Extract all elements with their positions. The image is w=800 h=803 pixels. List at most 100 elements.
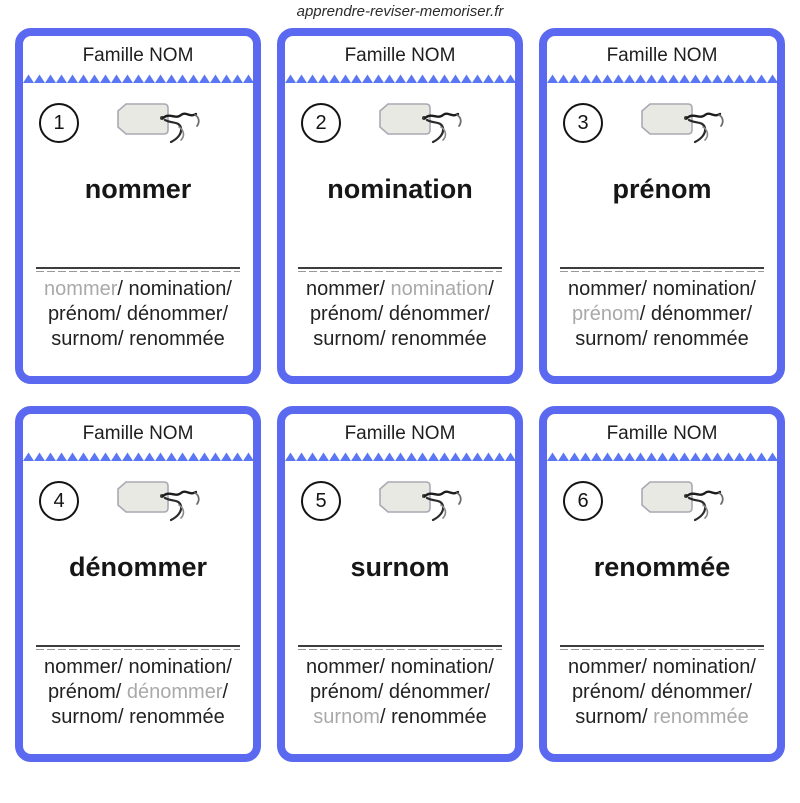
- flashcard: Famille NOM 2 nomination nommer/ nominat…: [277, 28, 523, 384]
- icon-row: 4: [23, 461, 253, 528]
- option-word: prénom: [309, 303, 378, 325]
- icon-row: 2: [285, 83, 515, 150]
- option-word: prénom: [309, 681, 378, 703]
- zigzag-divider: [547, 452, 777, 461]
- option-separator: /: [226, 656, 232, 678]
- flashcard: Famille NOM 3 prénom nommer/ nomination/…: [539, 28, 785, 384]
- option-word: renommée: [653, 328, 749, 350]
- option-separator: /: [484, 303, 491, 325]
- option-separator: /: [377, 681, 389, 703]
- option-separator: /: [641, 706, 654, 728]
- tag-icon: [379, 103, 462, 144]
- flashcard: Famille NOM 1 nommer nommer/ nomination/…: [15, 28, 261, 384]
- option-separator: /: [379, 656, 391, 678]
- answer-line: [36, 267, 240, 274]
- option-word: dénommer: [388, 303, 485, 325]
- option-word: nommer: [306, 656, 380, 678]
- flashcard: Famille NOM 4 dénommer nommer/ nominatio…: [15, 406, 261, 762]
- tag-icon: [641, 481, 724, 522]
- option-word: nomination: [390, 656, 489, 678]
- option-separator: /: [641, 656, 653, 678]
- option-word: nommer: [568, 278, 642, 300]
- card-title: Famille NOM: [606, 45, 718, 66]
- tag-icon: [117, 103, 200, 144]
- option-separator: /: [639, 681, 651, 703]
- option-separator: /: [226, 278, 232, 300]
- option-word: renommée: [653, 706, 749, 728]
- card-title: Famille NOM: [344, 45, 456, 66]
- tag-icon: [379, 481, 462, 522]
- option-word: nomination: [128, 278, 227, 300]
- option-word: prénom: [571, 681, 640, 703]
- card-title: Famille NOM: [344, 423, 456, 444]
- card-word: prénom: [612, 174, 712, 204]
- option-separator: /: [117, 278, 129, 300]
- card-number: 6: [563, 481, 603, 521]
- cards-grid: Famille NOM 1 nommer nommer/ nomination/…: [15, 28, 785, 762]
- option-separator: /: [746, 303, 753, 325]
- card-word: nomination: [327, 174, 473, 204]
- icon-row: 3: [547, 83, 777, 150]
- option-separator: /: [379, 706, 392, 728]
- option-word: nommer: [44, 656, 118, 678]
- option-word: nomination: [128, 656, 227, 678]
- zigzag-divider: [547, 74, 777, 83]
- card-number: 2: [301, 103, 341, 143]
- card-number: 4: [39, 481, 79, 521]
- option-word: renommée: [129, 706, 225, 728]
- answer-line: [298, 267, 502, 274]
- option-separator: /: [115, 681, 127, 703]
- card-title: Famille NOM: [606, 423, 718, 444]
- option-word: prénom: [47, 303, 116, 325]
- option-separator: /: [377, 303, 389, 325]
- option-word: nomination: [390, 278, 489, 300]
- card-word: dénommer: [68, 552, 208, 582]
- option-word: surnom: [313, 328, 380, 350]
- word-options: nommer/ nomination/ prénom/ dénommer/ su…: [30, 655, 246, 754]
- option-separator: /: [117, 656, 129, 678]
- option-separator: /: [641, 328, 654, 350]
- flashcard: Famille NOM 6 renommée nommer/ nominatio…: [539, 406, 785, 762]
- option-word: surnom: [575, 328, 642, 350]
- answer-line: [560, 645, 764, 652]
- word-options: nommer/ nomination/ prénom/ dénommer/ su…: [554, 277, 770, 376]
- answer-line: [298, 645, 502, 652]
- zigzag-divider: [285, 74, 515, 83]
- option-word: renommée: [129, 328, 225, 350]
- option-word: renommée: [391, 706, 487, 728]
- option-separator: /: [117, 706, 130, 728]
- option-word: nomination: [652, 656, 751, 678]
- option-separator: /: [222, 681, 229, 703]
- option-separator: /: [484, 681, 491, 703]
- option-word: prénom: [571, 303, 640, 325]
- flashcard: Famille NOM 5 surnom nommer/ nomination/…: [277, 406, 523, 762]
- card-title: Famille NOM: [82, 45, 194, 66]
- answer-line: [36, 645, 240, 652]
- option-separator: /: [641, 278, 653, 300]
- option-word: surnom: [51, 706, 118, 728]
- option-word: nommer: [568, 656, 642, 678]
- option-separator: /: [488, 656, 494, 678]
- option-word: nommer: [44, 278, 118, 300]
- icon-row: 5: [285, 461, 515, 528]
- option-word: renommée: [391, 328, 487, 350]
- card-number: 3: [563, 103, 603, 143]
- site-label: apprendre-reviser-memoriser.fr: [296, 3, 504, 20]
- word-options: nommer/ nomination/ prénom/ dénommer/ su…: [292, 277, 508, 376]
- zigzag-divider: [23, 452, 253, 461]
- card-number: 1: [39, 103, 79, 143]
- icon-row: 1: [23, 83, 253, 150]
- answer-line: [560, 267, 764, 274]
- card-number: 5: [301, 481, 341, 521]
- tag-icon: [117, 481, 200, 522]
- word-options: nommer/ nomination/ prénom/ dénommer/ su…: [30, 277, 246, 376]
- option-word: surnom: [51, 328, 118, 350]
- option-separator: /: [379, 328, 392, 350]
- zigzag-divider: [23, 74, 253, 83]
- option-separator: /: [750, 278, 756, 300]
- option-separator: /: [115, 303, 127, 325]
- option-separator: /: [639, 303, 651, 325]
- option-word: prénom: [47, 681, 116, 703]
- option-word: surnom: [575, 706, 642, 728]
- zigzag-divider: [285, 452, 515, 461]
